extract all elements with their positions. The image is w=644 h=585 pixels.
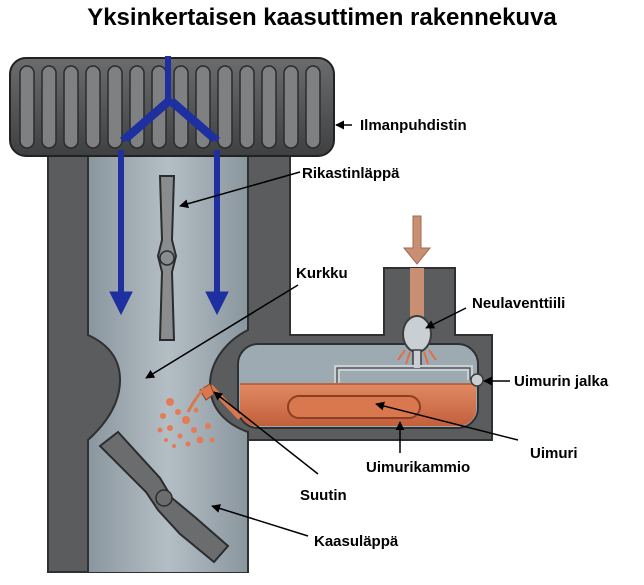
- label-suutin: Suutin: [300, 487, 347, 504]
- float-arm: [334, 354, 484, 387]
- fuel-spray: [157, 398, 215, 448]
- leader-lines: [145, 120, 519, 537]
- label-ilmanpuhdistin: Ilmanpuhdistin: [360, 117, 467, 134]
- diagram-title: Yksinkertaisen kaasuttimen rakennekuva: [87, 4, 557, 31]
- fuel-nozzle: [186, 383, 242, 420]
- throttle-valve: [98, 430, 230, 564]
- needle-valve: [397, 315, 437, 369]
- air-flow-arrows: [109, 56, 229, 316]
- label-kaasulappa: Kaasuläppä: [314, 533, 399, 550]
- label-rikastinlappa: Rikastinläppä: [302, 165, 400, 182]
- label-neulaventtiili: Neulaventtiili: [472, 295, 565, 312]
- choke-valve: [156, 175, 178, 341]
- float: [287, 395, 421, 419]
- label-uimuri: Uimuri: [530, 445, 578, 462]
- label-uimurin-jalka: Uimurin jalka: [514, 373, 609, 390]
- label-uimurikammio: Uimurikammio: [366, 459, 470, 476]
- label-kurkku: Kurkku: [296, 265, 348, 282]
